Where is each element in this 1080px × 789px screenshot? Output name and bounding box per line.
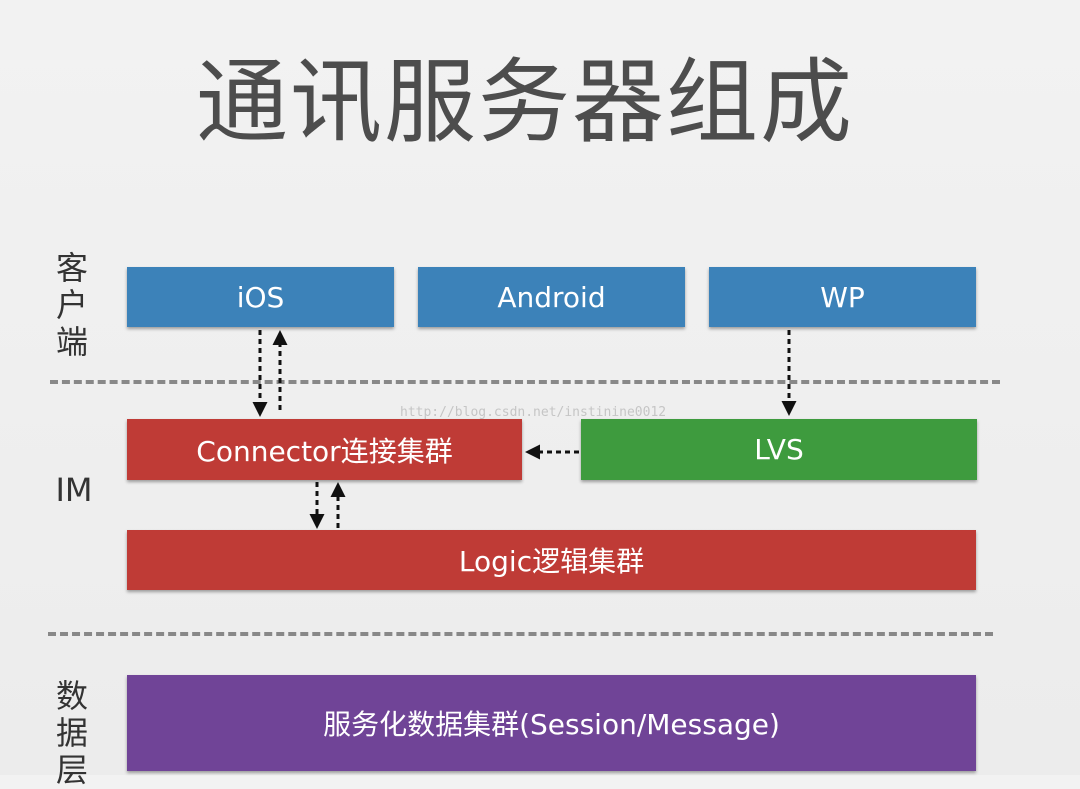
data-cluster-box: 服务化数据集群(Session/Message) — [127, 675, 976, 771]
android-client-box: Android — [418, 267, 685, 327]
wp-client-box: WP — [709, 267, 976, 327]
lvs-box: LVS — [581, 419, 977, 480]
watermark: http://blog.csdn.net/instinine0012 — [400, 405, 667, 420]
connector-cluster-box: Connector连接集群 — [127, 419, 522, 480]
ios-client-box: iOS — [127, 267, 394, 327]
layer-divider-top — [50, 380, 1000, 384]
page-title: 通讯服务器组成 — [195, 49, 854, 156]
layer-divider-bottom — [48, 632, 993, 636]
layer-label-client: 客 户 端 — [55, 249, 88, 361]
logic-cluster-box: Logic逻辑集群 — [127, 530, 976, 590]
layer-label-im: IM — [55, 471, 93, 509]
